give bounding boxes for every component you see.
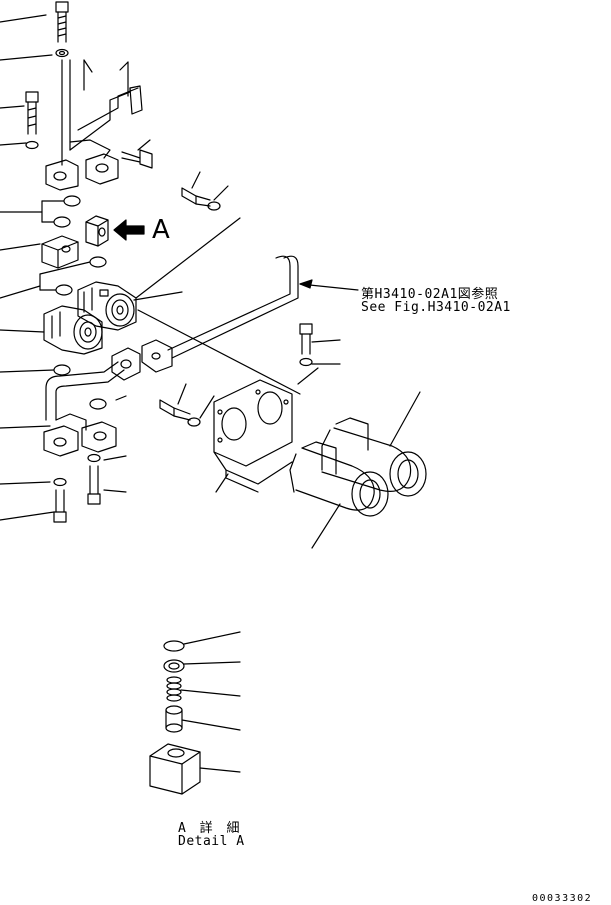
bolt-2 <box>26 92 38 149</box>
lower-upper-block <box>42 236 78 268</box>
bolt-right-top <box>298 324 340 384</box>
motor-upper <box>322 418 426 496</box>
bolt-center-top <box>182 172 228 210</box>
washer-leader-2 <box>104 456 126 460</box>
upper-pipe <box>62 60 142 165</box>
motor-lower-leader <box>312 504 340 548</box>
detail-label-jp: A 詳 細 <box>178 821 243 836</box>
upper-orings <box>54 196 106 295</box>
pump-to-motor-leader <box>138 310 300 394</box>
lower-bolts <box>54 466 100 522</box>
detail-washer <box>164 660 240 672</box>
bolt-leader <box>104 490 126 492</box>
lower-washers <box>54 455 100 486</box>
top-bolt <box>56 2 68 57</box>
long-pipe <box>142 256 298 372</box>
mounting-bracket <box>214 380 292 492</box>
pump-upper <box>78 282 136 330</box>
reference-arrowhead <box>300 280 312 288</box>
detail-block <box>150 744 240 794</box>
motor-lower <box>290 442 388 516</box>
detail-snap-ring <box>164 632 240 651</box>
detail-label-en: Detail A <box>178 834 245 849</box>
washer-leader <box>136 218 240 298</box>
arrow-left-icon <box>114 220 144 240</box>
pump-leader <box>134 292 182 300</box>
lower-flange-halves <box>44 414 116 456</box>
reference-label-en: See Fig.H3410-02A1 <box>361 300 511 315</box>
lower-orings <box>54 365 106 409</box>
oring-leader <box>116 396 126 400</box>
detail-valve <box>166 706 240 732</box>
bolt-3 <box>122 140 152 168</box>
detail-a-block <box>86 216 108 246</box>
detail-spring <box>167 677 240 701</box>
motor-upper-leader <box>390 392 420 446</box>
reference-label-jp: 第H3410-02A1図参照 <box>361 287 499 302</box>
document-number: 00033302 <box>532 893 593 904</box>
bolt-center-mid <box>160 384 214 426</box>
left-leader-lines <box>0 15 90 520</box>
pump-lower <box>44 306 102 354</box>
view-callout-letter: A <box>152 215 170 245</box>
lower-pipe <box>46 348 140 420</box>
upper-flange-halves <box>46 140 118 190</box>
